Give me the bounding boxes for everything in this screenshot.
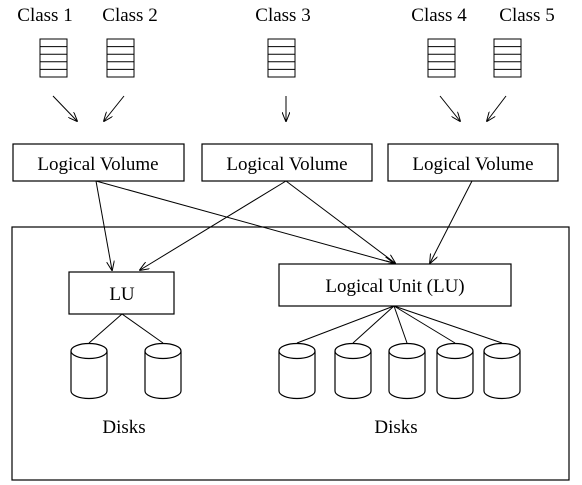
disk-icon: [388, 342, 426, 400]
class-1-queue-icon: [39, 38, 68, 78]
logical-unit-box: [278, 263, 512, 307]
disk-icon: [70, 342, 108, 400]
logical-volume-3: [387, 143, 559, 182]
class-4-queue-icon: [427, 38, 456, 78]
disk-icon: [144, 342, 182, 400]
class-3-label: Class 3: [255, 5, 310, 26]
arrow-lv2-to-lu: [140, 180, 287, 270]
class-2-label: Class 2: [102, 5, 157, 26]
arrow-lv1-to-lu: [95, 180, 112, 270]
class-5-label: Class 5: [499, 5, 554, 26]
disk-icon: [483, 342, 521, 400]
class-4-label: Class 4: [411, 5, 467, 26]
disks-label-left: Disks: [102, 417, 145, 438]
lu-box-label: LU: [109, 284, 135, 305]
class-2-queue-icon: [106, 38, 135, 78]
class-1-label: Class 1: [17, 5, 72, 26]
line-logical-unit-to-disk-3: [393, 305, 408, 344]
disk-icon: [278, 342, 316, 400]
line-logical-unit-to-disk-2: [352, 305, 395, 344]
line-lu-to-disk-2: [121, 313, 164, 344]
line-logical-unit-to-disk-1: [296, 305, 395, 344]
logical-volume-2-label: Logical Volume: [226, 154, 347, 175]
class-5-queue-icon: [493, 38, 522, 78]
line-logical-unit-to-disk-4: [393, 305, 456, 344]
lu-box: [68, 271, 175, 315]
logical-volume-2: [201, 143, 373, 182]
disk-icon: [334, 342, 372, 400]
class-3-queue-icon: [267, 38, 296, 78]
logical-unit-box-label: Logical Unit (LU): [325, 276, 464, 297]
arrow-class4-to-lv3: [439, 95, 460, 121]
line-logical-unit-to-disk-5: [393, 305, 503, 344]
disks-label-right: Disks: [374, 417, 417, 438]
disk-icon: [436, 342, 474, 400]
logical-volume-1: [12, 143, 185, 182]
logical-volume-3-label: Logical Volume: [412, 154, 533, 175]
arrow-lv3-to-logical-unit: [430, 180, 473, 263]
arrow-lv2-to-logical-unit: [285, 180, 395, 263]
arrow-class5-to-lv3: [487, 95, 507, 121]
line-lu-to-disk-1: [88, 313, 123, 344]
arrow-class1-to-lv1: [52, 95, 77, 121]
logical-volume-1-label: Logical Volume: [37, 154, 158, 175]
arrow-lv1-to-logical-unit: [95, 180, 393, 263]
arrow-class2-to-lv1: [104, 95, 125, 121]
